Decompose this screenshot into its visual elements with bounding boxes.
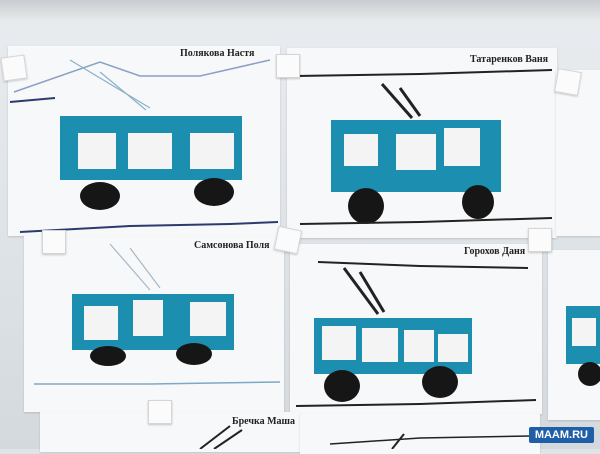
- bus-window: [396, 134, 436, 170]
- trolleybus-drawing-2: [295, 69, 553, 225]
- child-name-label: Полякова Настя: [180, 48, 255, 59]
- drawing-sheet-6: [300, 414, 540, 454]
- child-name-label: Горохов Даня: [464, 246, 526, 257]
- bus-wheel: [578, 362, 600, 386]
- bus-window: [190, 302, 226, 336]
- bus-window: [78, 133, 116, 169]
- child-name-label: Бречка Маша: [232, 416, 295, 427]
- bus-window: [438, 334, 468, 362]
- bus-window: [84, 306, 118, 340]
- bus-window: [444, 128, 480, 166]
- bus-wheel: [348, 188, 384, 224]
- bus-window: [404, 330, 434, 362]
- bus-window: [128, 133, 172, 169]
- bus-wheel: [324, 370, 360, 402]
- tape-square: [528, 228, 552, 252]
- trolleybus-drawing-5: [199, 425, 243, 449]
- bus-wheel: [90, 346, 126, 366]
- trolleybus-drawing-6: [329, 433, 531, 449]
- bus-window: [344, 134, 378, 166]
- trolleybus-drawing-right-edge: [566, 306, 600, 386]
- tape-square: [0, 54, 28, 82]
- watermark: MAAM.RU: [528, 427, 594, 443]
- bus-window: [190, 133, 234, 169]
- bus-window: [133, 300, 163, 336]
- bus-wheel: [194, 178, 234, 206]
- tape-square: [276, 54, 300, 78]
- bus-window: [322, 326, 356, 360]
- tape-square: [148, 400, 172, 424]
- child-name-label: Самсонова Поля: [194, 240, 270, 251]
- bus-wheel: [80, 182, 120, 210]
- trolleybus-drawing-3: [34, 243, 281, 385]
- drawing-sheet-right-1: [556, 70, 600, 236]
- bus-window: [362, 328, 398, 362]
- child-name-label: Татаренков Ваня: [470, 54, 549, 65]
- tape-square: [42, 230, 66, 254]
- trolleybus-drawing-1: [9, 59, 279, 233]
- tape-square: [554, 68, 582, 96]
- bus-wheel: [462, 185, 494, 219]
- bus-wheel: [176, 343, 212, 365]
- bus-wheel: [422, 366, 458, 398]
- bus-window: [572, 318, 596, 346]
- trolleybus-drawing-4: [295, 261, 537, 407]
- tape-square: [273, 225, 303, 255]
- display-rail: [0, 0, 600, 20]
